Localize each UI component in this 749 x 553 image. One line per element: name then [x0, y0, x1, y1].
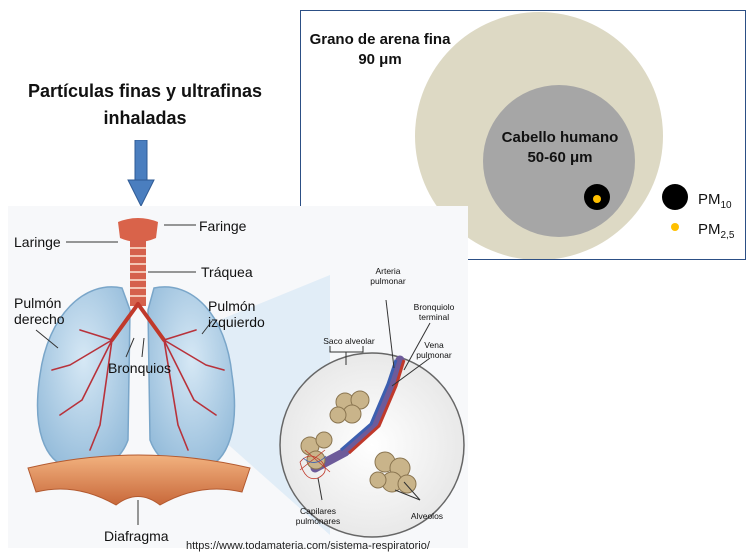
human-hair-label: Cabello humano 50-60 μm	[485, 128, 635, 168]
human-hair-name: Cabello humano	[485, 128, 635, 148]
label-bronquiolo-terminal: Bronquiolo terminal	[408, 302, 460, 322]
pm25-legend-dot	[671, 223, 679, 231]
sand-grain-size: 90 μm	[305, 50, 455, 70]
respiratory-system-illustration	[0, 200, 470, 553]
label-pulmon-izquierdo: Pulmón izquierdo	[208, 298, 265, 330]
label-vena-pulmonar: Vena pulmonar	[414, 340, 454, 360]
pm25-particle-in-hair	[593, 195, 601, 203]
headline: Partículas finas y ultrafinas inhaladas	[0, 78, 290, 132]
label-pulmon-izquierdo-1: Pulmón	[208, 298, 265, 314]
label-pulmon-derecho: Pulmón derecho	[14, 295, 65, 327]
sand-grain-name: Grano de arena fina	[305, 30, 455, 50]
pm10-label: PM10	[698, 191, 732, 211]
label-faringe: Faringe	[199, 218, 246, 234]
label-arteria-pulmonar: Arteria pulmonar	[366, 266, 410, 286]
pm25-label: PM2,5	[698, 221, 734, 241]
label-saco-alveolar: Saco alveolar	[311, 336, 387, 346]
headline-line-2: inhaladas	[0, 105, 290, 132]
pm10-legend-dot	[662, 184, 688, 210]
label-traquea: Tráquea	[201, 264, 253, 280]
label-diafragma: Diafragma	[104, 528, 169, 544]
label-pulmon-derecho-2: derecho	[14, 311, 65, 327]
label-pulmon-izquierdo-2: izquierdo	[208, 314, 265, 330]
label-capilares-pulmonares: Capilares pulmonares	[286, 506, 350, 526]
label-laringe: Laringe	[14, 234, 61, 250]
label-bronquios: Bronquios	[108, 360, 171, 376]
source-credit: https://www.todamateria.com/sistema-resp…	[186, 540, 430, 552]
sand-grain-label: Grano de arena fina 90 μm	[305, 30, 455, 70]
headline-line-1: Partículas finas y ultrafinas	[0, 78, 290, 105]
label-pulmon-derecho-1: Pulmón	[14, 295, 65, 311]
label-alveolos: Alveolos	[404, 511, 450, 521]
human-hair-size: 50-60 μm	[485, 148, 635, 168]
